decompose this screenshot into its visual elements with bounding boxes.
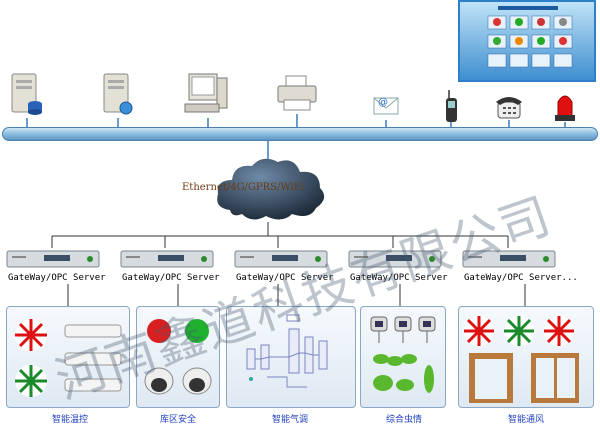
panel-insect-monitoring — [360, 306, 446, 408]
panel-caption: 智能气调 — [260, 412, 320, 425]
gateway-label: GateWay/OPC Server — [8, 273, 106, 283]
gateway-label: GateWay/OPC Server — [122, 273, 220, 283]
gateway-label: GateWay/OPC Server... — [464, 273, 578, 283]
network-bus — [2, 127, 598, 141]
panel-caption: 综合虫情 — [374, 412, 434, 425]
fan-icon — [15, 319, 47, 351]
insect-icon — [373, 354, 434, 393]
gateway-device-icon — [6, 248, 100, 274]
panel-caption: 智能温控 — [40, 412, 100, 425]
window-icon — [469, 353, 579, 403]
panel-smart-ventilation — [458, 306, 594, 408]
panel-caption: 智能通风 — [496, 412, 556, 425]
panel-caption: 库区安全 — [148, 412, 208, 425]
network-label: Ethernet/4G/GPRS/WiFi — [182, 182, 304, 193]
gateway-device-icon — [120, 248, 214, 274]
